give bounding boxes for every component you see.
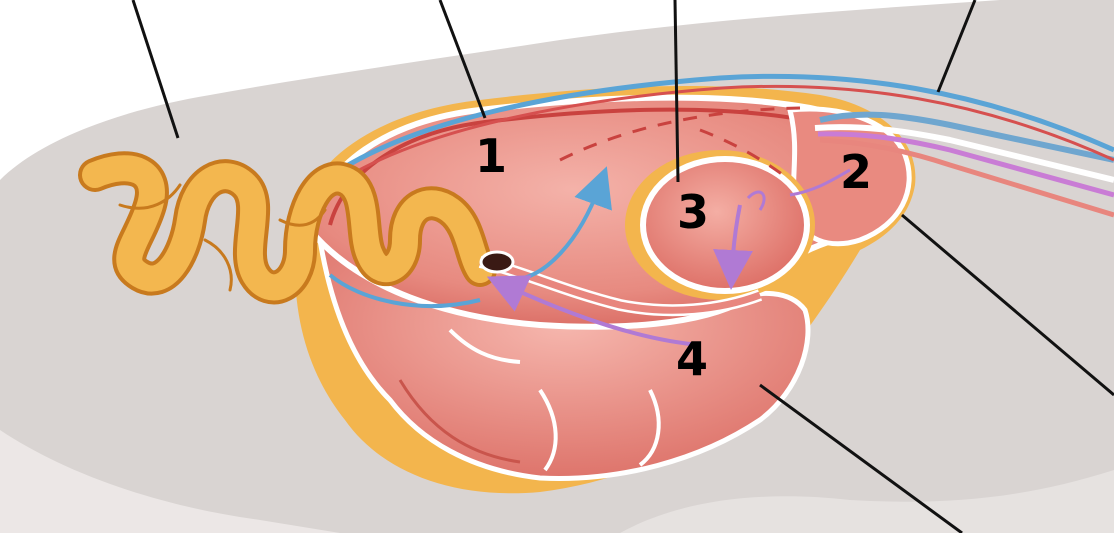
label-3: 3 xyxy=(677,185,709,239)
omasum xyxy=(625,150,815,300)
label-2: 2 xyxy=(840,145,872,199)
label-1: 1 xyxy=(475,129,507,183)
label-4: 4 xyxy=(676,332,708,386)
